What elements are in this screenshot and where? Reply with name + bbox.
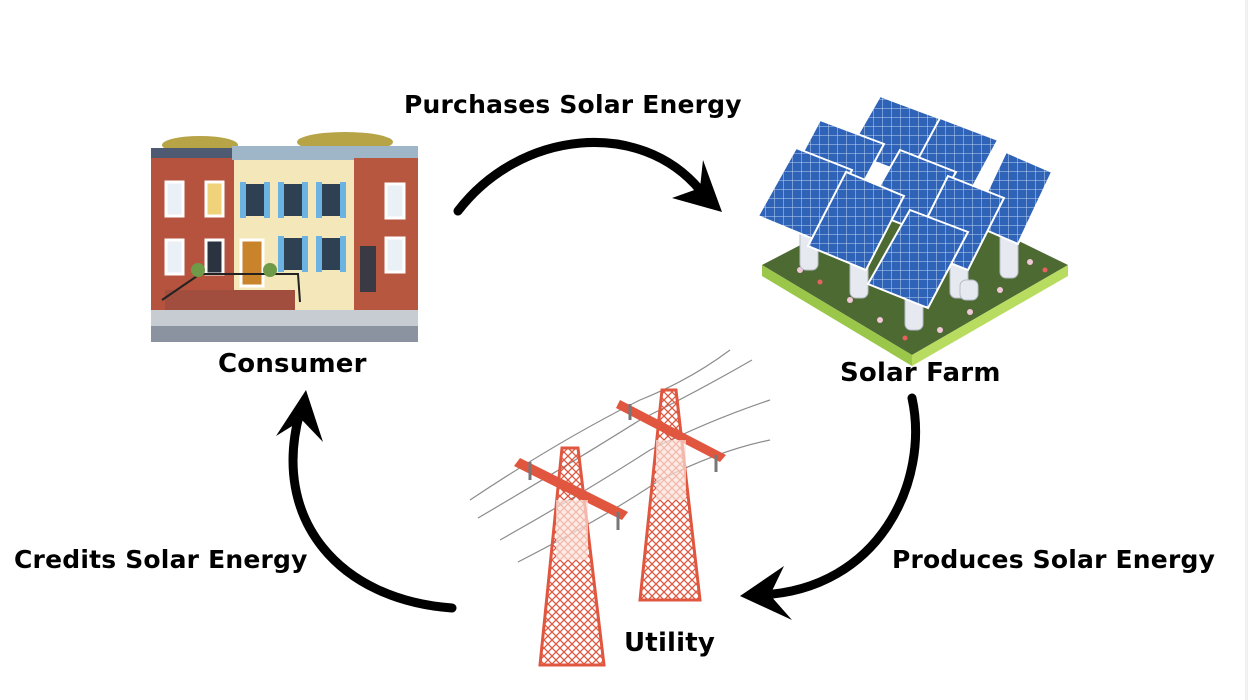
right-edge-divider bbox=[1245, 0, 1248, 700]
transmission-tower-illustration bbox=[469, 349, 771, 667]
edge-label-credits: Credits Solar Energy bbox=[14, 545, 308, 574]
node-label-utility: Utility bbox=[624, 628, 716, 658]
node-label-solar-farm: Solar Farm bbox=[840, 358, 1001, 388]
solar-panel-array-illustration bbox=[756, 94, 1068, 366]
node-label-consumer: Consumer bbox=[218, 349, 367, 379]
edge-label-produces: Produces Solar Energy bbox=[892, 545, 1216, 574]
arrow-consumer-to-farm bbox=[453, 137, 722, 216]
arrow-farm-to-utility bbox=[740, 393, 920, 620]
row-houses-illustration bbox=[151, 132, 418, 342]
edge-label-purchases: Purchases Solar Energy bbox=[404, 90, 742, 119]
arrow-utility-to-consumer bbox=[276, 390, 457, 613]
